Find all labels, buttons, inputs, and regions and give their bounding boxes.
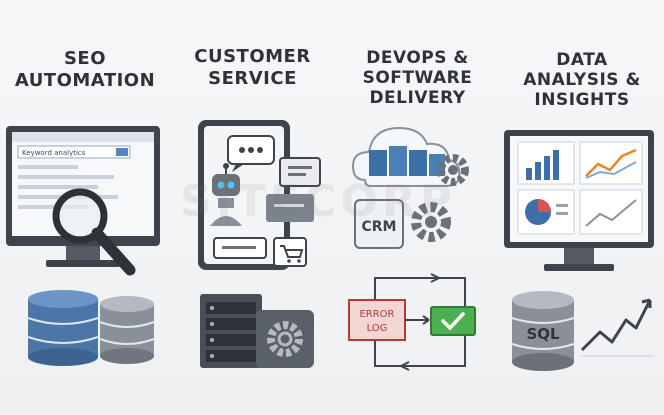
crm-box: CRM <box>354 199 404 249</box>
cart-icon <box>273 237 307 267</box>
robot-icon <box>210 163 242 226</box>
gear-icon <box>411 202 451 242</box>
bar-chart-icon <box>517 141 575 185</box>
panel-title: CUSTOMER SERVICE <box>194 46 311 89</box>
panel-title: SEO AUTOMATION <box>14 48 156 91</box>
database-icon <box>27 290 99 366</box>
customer-service-illustration <box>198 120 321 368</box>
pie-chart-icon <box>517 189 575 235</box>
panel-devops: DEVOPS & SOFTWARE DELIVERY CRM <box>335 0 501 415</box>
sql-label: SQL <box>526 325 560 343</box>
trend-arrow-icon <box>580 298 654 357</box>
seo-illustration: Keyword analytics <box>6 126 160 366</box>
message-card-icon <box>279 157 321 187</box>
panel-customer-service: CUSTOMER SERVICE <box>170 0 336 415</box>
panel-title: DEVOPS & SOFTWARE DELIVERY <box>362 48 473 108</box>
data-analysis-illustration: SQL <box>504 130 654 371</box>
gear-icon <box>437 154 469 186</box>
magnifier-icon <box>52 188 136 276</box>
cloud-icon <box>351 126 461 187</box>
message-card-icon <box>266 194 314 222</box>
panel-data-analysis: DATA ANALYSIS & INSIGHTS <box>500 0 664 415</box>
sql-database-icon: SQL <box>511 291 575 371</box>
database-icon-gray <box>99 296 155 364</box>
error-log-box <box>348 299 406 341</box>
checkmark-icon <box>430 306 476 336</box>
panel-seo-automation: SEO AUTOMATION Keyword analytics <box>0 0 171 415</box>
server-icon <box>200 294 262 368</box>
search-text: Keyword analytics <box>22 149 86 157</box>
line-chart-icon <box>579 189 643 235</box>
chat-bubble-icon <box>227 135 275 172</box>
panel-title: DATA ANALYSIS & INSIGHTS <box>523 50 641 110</box>
line-chart-icon <box>579 141 643 185</box>
gear-icon <box>256 310 314 368</box>
crm-label: CRM <box>362 219 397 235</box>
